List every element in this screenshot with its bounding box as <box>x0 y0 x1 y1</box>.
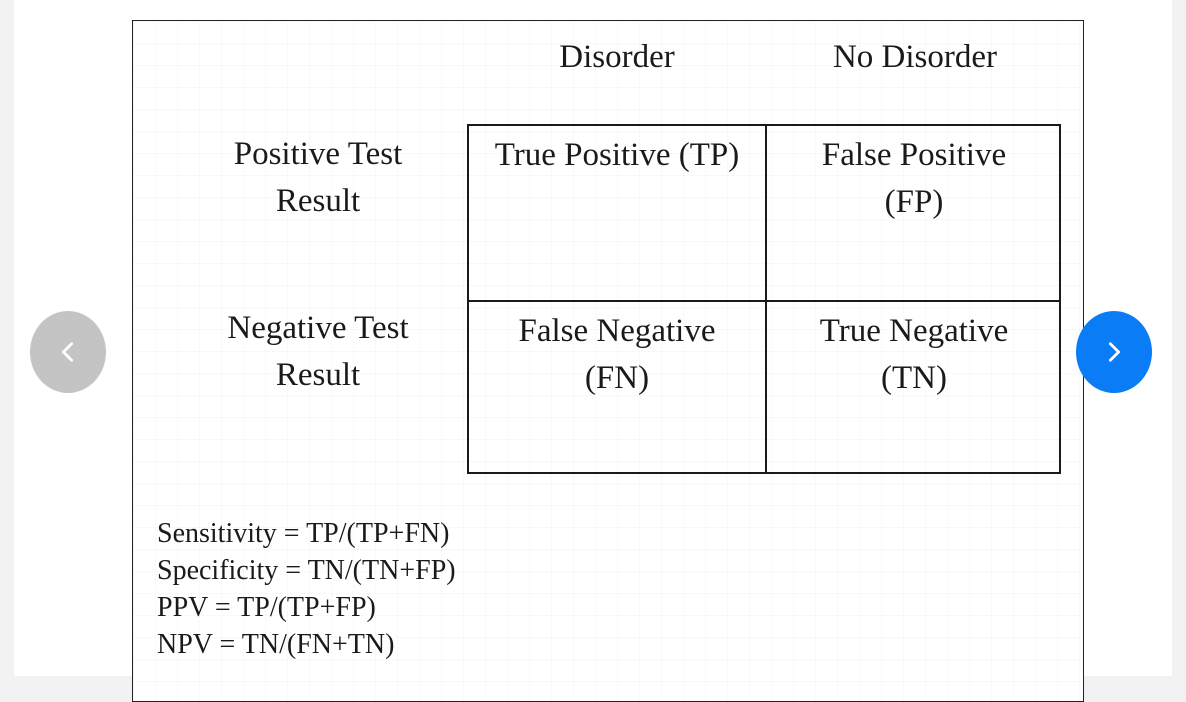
cell-false-negative-line1: False Negative <box>518 313 716 349</box>
cell-false-negative: False Negative (FN) <box>469 302 765 474</box>
row-header-negative-line1: Negative Test <box>227 310 409 346</box>
formula-list: Sensitivity = TP/(TP+FN) Specificity = T… <box>157 515 456 663</box>
previous-button[interactable] <box>30 311 106 393</box>
grid-divider-horizontal <box>469 300 1059 302</box>
cell-false-positive-line2: (FP) <box>884 184 944 220</box>
row-header-negative-line2: Result <box>275 357 361 393</box>
cell-false-positive-line1: False Positive <box>821 137 1007 173</box>
column-header-no-disorder: No Disorder <box>832 39 998 75</box>
row-header-positive: Positive Test Result <box>168 131 468 225</box>
matrix-grid: True Positive (TP) False Positive (FP) F… <box>467 124 1061 474</box>
cell-false-negative-line2: (FN) <box>584 360 650 396</box>
cell-false-positive: False Positive (FP) <box>767 126 1061 300</box>
formula-npv: NPV = TN/(FN+TN) <box>157 629 395 660</box>
cell-true-positive-line1: True Positive (TP) <box>494 137 740 173</box>
cell-true-negative: True Negative (TN) <box>767 302 1061 474</box>
confusion-matrix-figure: Disorder No Disorder Positive Test Resul… <box>132 20 1084 702</box>
formula-sensitivity: Sensitivity = TP/(TP+FN) <box>157 518 450 549</box>
cell-true-negative-line2: (TN) <box>881 360 947 396</box>
cell-true-negative-line1: True Negative <box>819 313 1009 349</box>
cell-true-positive: True Positive (TP) <box>469 126 765 300</box>
formula-ppv: PPV = TP/(TP+FP) <box>157 592 376 623</box>
chevron-left-icon <box>62 342 74 362</box>
row-header-negative: Negative Test Result <box>168 305 468 399</box>
next-button[interactable] <box>1076 311 1152 393</box>
column-header-disorder: Disorder <box>559 39 675 75</box>
chevron-right-icon <box>1108 342 1120 362</box>
formula-specificity: Specificity = TN/(TN+FP) <box>157 555 456 586</box>
grid-divider-vertical <box>765 126 767 472</box>
row-header-positive-line1: Positive Test <box>233 136 403 172</box>
row-header-positive-line2: Result <box>275 183 361 219</box>
page-panel: Disorder No Disorder Positive Test Resul… <box>14 0 1172 702</box>
